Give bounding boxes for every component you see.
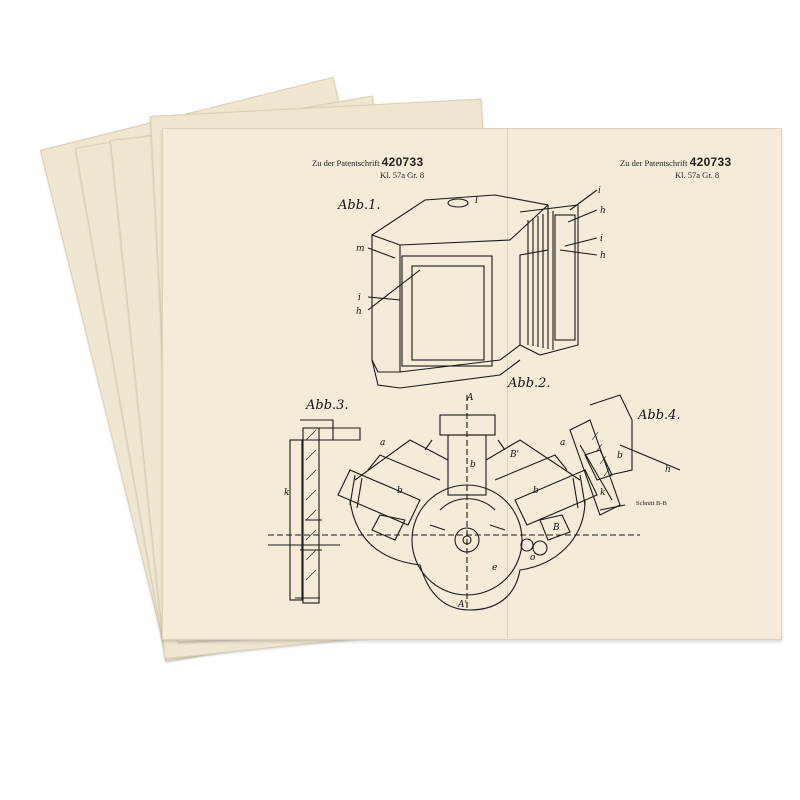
front-patent-sheet — [162, 128, 782, 640]
hatching — [305, 429, 611, 581]
svg-text:o: o — [530, 553, 536, 563]
svg-text:k: k — [600, 488, 605, 498]
svg-text:b: b — [533, 486, 539, 496]
header-left-number: 420733 — [381, 155, 424, 169]
svg-text:a: a — [560, 438, 565, 448]
figure-3-section-drawing — [268, 419, 361, 604]
svg-text:A': A' — [457, 600, 467, 610]
sheet-fold-line — [507, 128, 508, 638]
svg-text:i: i — [600, 234, 603, 244]
header-right-number: 420733 — [689, 155, 732, 169]
svg-text:m: m — [356, 244, 365, 254]
svg-text:b: b — [470, 460, 476, 470]
header-right-prefix: Zu der Patentschrift — [620, 158, 688, 168]
header-left: Zu der Patentschrift 420733 — [312, 155, 423, 169]
svg-text:b: b — [397, 486, 403, 496]
section-caption: Schnitt B-B — [636, 500, 667, 507]
svg-text:B': B' — [509, 450, 519, 460]
svg-text:l: l — [475, 196, 478, 206]
svg-text:h: h — [600, 206, 606, 216]
svg-text:i: i — [358, 293, 361, 303]
svg-text:k: k — [284, 488, 289, 498]
header-right: Zu der Patentschrift 420733 — [620, 155, 731, 169]
part-letters: m i h i h i h l k A A' b b b B' B a a o … — [284, 186, 671, 610]
svg-text:i: i — [598, 186, 601, 196]
svg-text:A: A — [466, 393, 474, 403]
figure-label-2: Abb.2. — [508, 376, 551, 391]
header-right-class: Kl. 57a Gr. 8 — [675, 170, 720, 180]
svg-text:e: e — [492, 563, 497, 573]
svg-text:b: b — [617, 451, 623, 461]
figure-4-detail-drawing — [569, 394, 681, 516]
svg-text:B: B — [552, 523, 560, 533]
svg-text:h: h — [665, 465, 671, 475]
figure-1-magazine-drawing — [367, 189, 598, 389]
header-left-class: Kl. 57a Gr. 8 — [380, 170, 425, 180]
svg-text:a: a — [380, 438, 385, 448]
svg-text:h: h — [356, 307, 362, 317]
figure-label-1: Abb.1. — [338, 198, 381, 213]
figure-2-mechanism-drawing — [268, 395, 640, 611]
figure-label-3: Abb.3. — [306, 398, 349, 413]
svg-text:h: h — [600, 251, 606, 261]
figure-label-4: Abb.4. — [638, 408, 681, 423]
header-left-prefix: Zu der Patentschrift — [312, 158, 380, 168]
